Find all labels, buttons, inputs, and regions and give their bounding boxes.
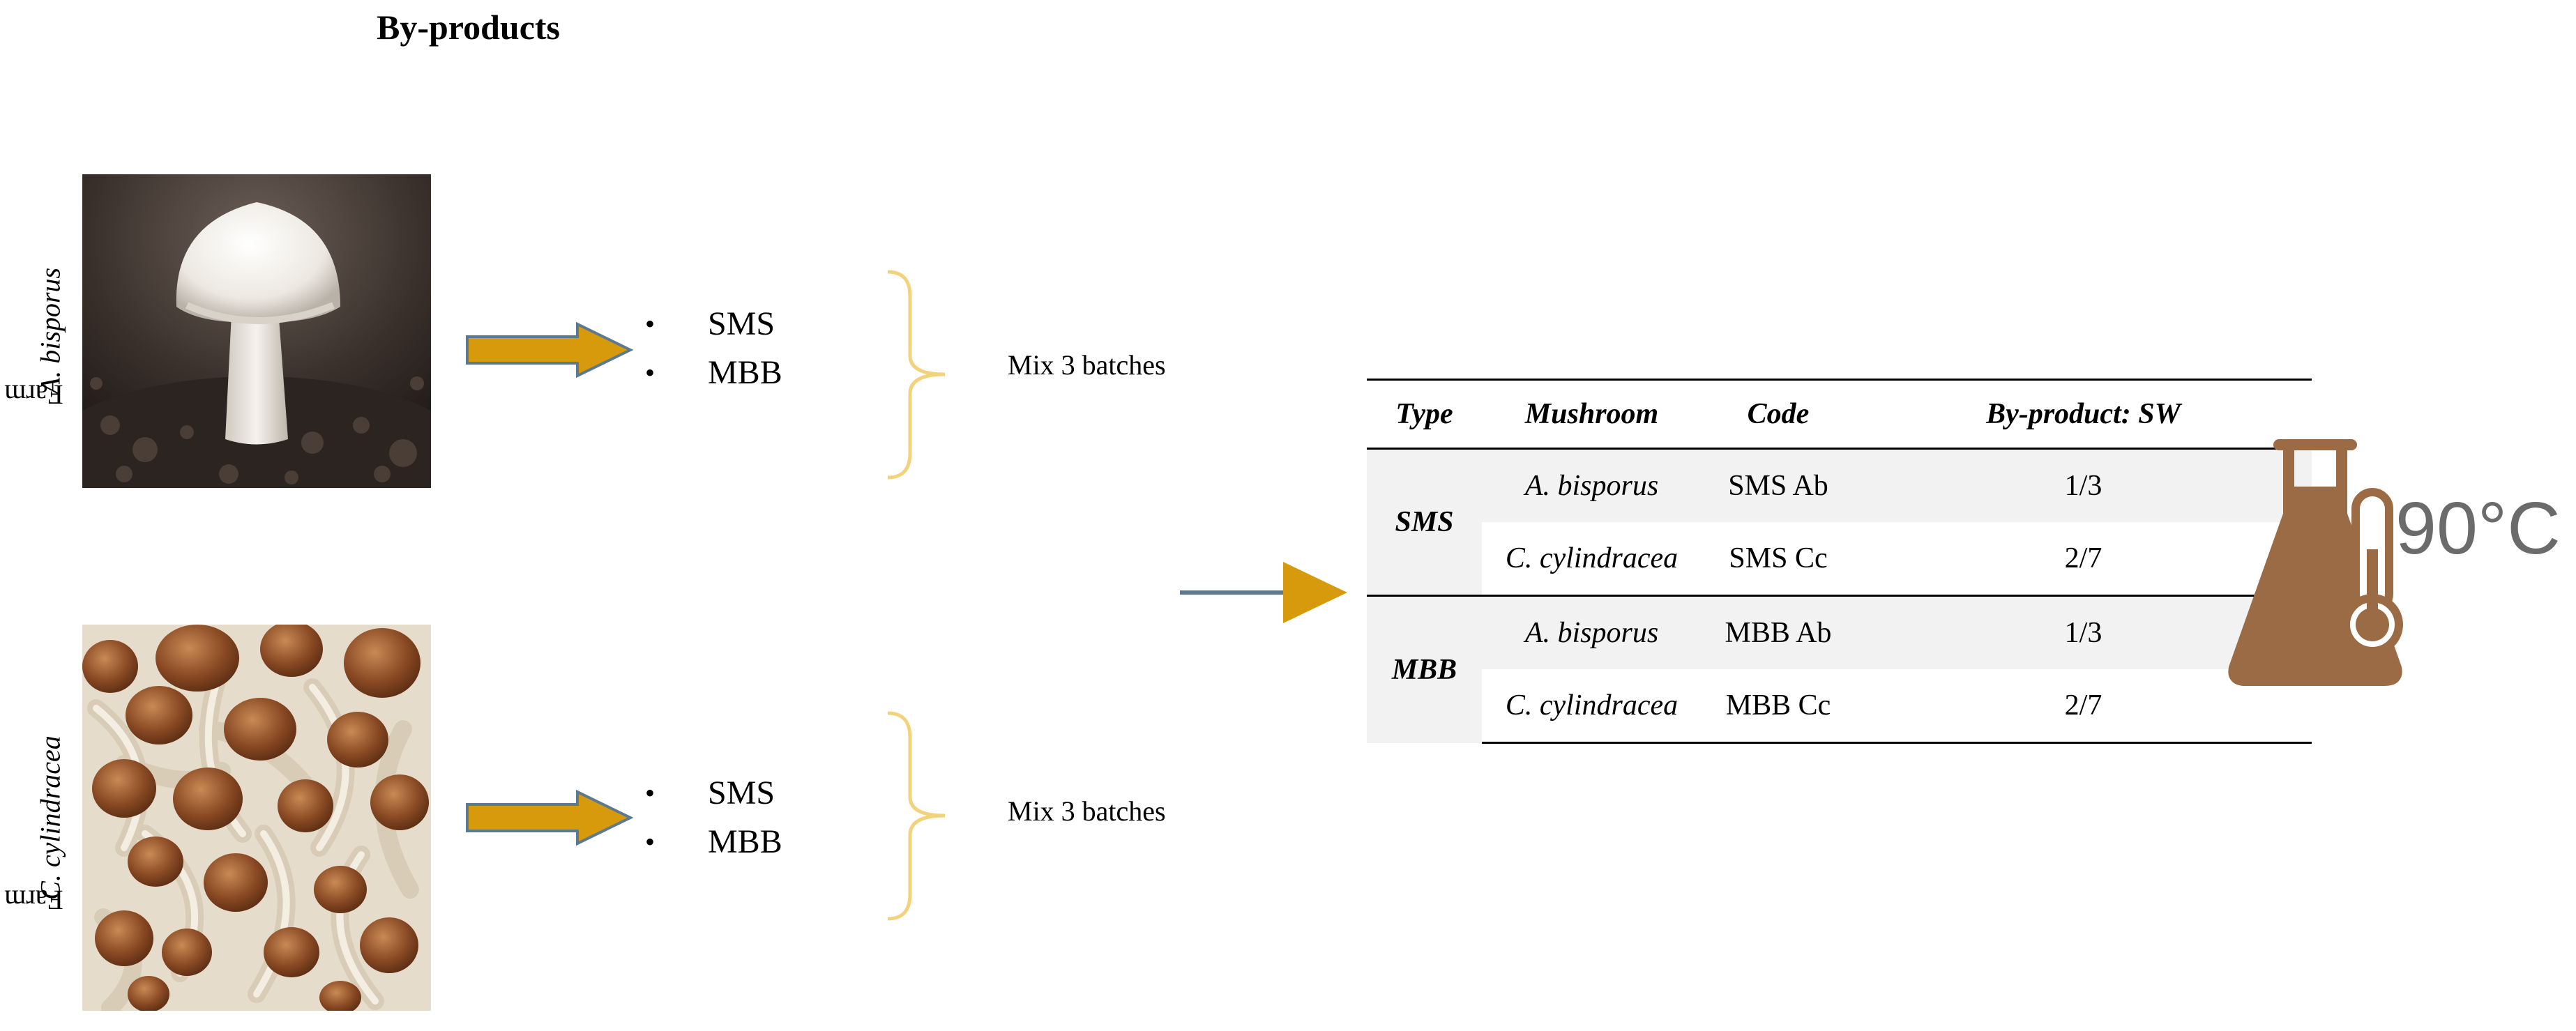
column-header: Code <box>1702 379 1855 450</box>
curly-brace-icon <box>887 711 946 921</box>
bullet-icon: • <box>645 777 656 809</box>
code-cell: MBB Ab <box>1702 595 1855 669</box>
table-row: SMS A. bisporus SMS Ab 1/3 <box>1367 448 2312 596</box>
temperature-label: 90°C <box>2395 487 2561 570</box>
mushroom-cell: C. cylindracea <box>1482 669 1702 744</box>
farm-a-prefix: Farm <box>4 379 63 411</box>
arrow-icon <box>1180 562 1347 623</box>
thermometer-icon <box>2342 488 2403 655</box>
bullet-icon: • <box>645 308 656 339</box>
type-cell: SMS <box>1367 448 1482 596</box>
farm-a-species: A. bisporus <box>34 267 66 395</box>
product-label: SMS <box>708 774 775 811</box>
product-label: MBB <box>708 823 782 860</box>
table-row: MBB A. bisporus MBB Ab 1/3 <box>1367 595 2312 743</box>
table-header-row: Type Mushroom Code By-product: SW <box>1367 379 2312 450</box>
code-cell: MBB Cc <box>1702 669 1855 744</box>
bullet-icon: • <box>645 357 656 388</box>
table-row: C. cylindracea SMS Cc 2/7 <box>1367 522 2312 596</box>
ratio-cell: 1/3 <box>1855 448 2312 522</box>
farm-c-species: C. cylindracea <box>34 735 66 900</box>
ratio-cell: 2/7 <box>2064 542 2103 574</box>
mushroom-cell: A. bisporus <box>1482 448 1702 522</box>
bullet-icon: • <box>645 826 656 857</box>
type-cell: MBB <box>1367 595 1482 743</box>
list-item: • SMS <box>645 769 782 818</box>
product-label: MBB <box>708 354 782 391</box>
farm-a-products: • SMS • MBB <box>645 300 782 397</box>
table-row: C. cylindracea MBB Cc 2/7 <box>1367 669 2312 744</box>
curly-brace-icon <box>887 270 946 480</box>
arrow-icon <box>466 321 633 379</box>
mushroom-cell: C. cylindracea <box>1505 542 1679 574</box>
farm-c-prefix: Farm <box>4 884 63 916</box>
column-header: Mushroom <box>1482 379 1702 450</box>
flask-icon <box>2228 439 2403 686</box>
agaricus-bisporus-photo <box>82 174 431 488</box>
page-title: By-products <box>377 8 561 47</box>
product-label: SMS <box>708 305 775 342</box>
list-item: • MBB <box>645 818 782 866</box>
farm-c-products: • SMS • MBB <box>645 769 782 866</box>
mix-label: Mix 3 batches <box>1008 795 1166 827</box>
mushroom-cell: A. bisporus <box>1482 595 1702 669</box>
arrow-icon <box>466 789 633 846</box>
mix-label: Mix 3 batches <box>1008 349 1166 381</box>
code-cell: SMS Ab <box>1702 448 1855 522</box>
list-item: • MBB <box>645 349 782 397</box>
byproduct-table: Type Mushroom Code By-product: SW SMS A.… <box>1367 379 2312 744</box>
column-header: By-product: SW <box>1855 379 2312 450</box>
column-header: Type <box>1367 379 1482 450</box>
code-cell: SMS Cc <box>1729 542 1828 574</box>
list-item: • SMS <box>645 300 782 349</box>
cyclocybe-cylindracea-photo <box>82 625 431 1011</box>
